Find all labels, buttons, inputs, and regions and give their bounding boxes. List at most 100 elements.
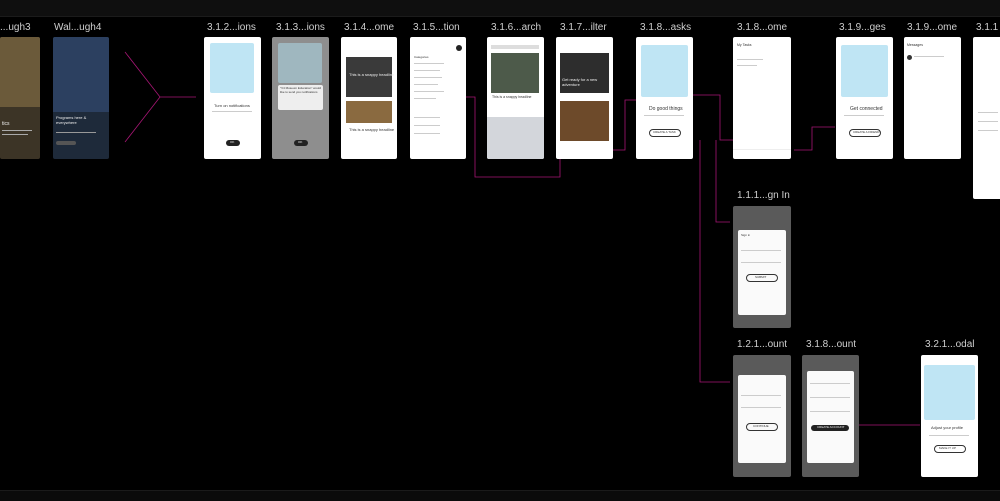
frame-my-tasks[interactable]: My Tasks bbox=[733, 37, 791, 159]
body-text-line bbox=[844, 115, 884, 116]
second-card-image bbox=[560, 101, 609, 141]
list-item[interactable] bbox=[978, 112, 998, 113]
frame-title-home[interactable]: 3.1.4...ome bbox=[344, 22, 395, 33]
list-item[interactable] bbox=[978, 130, 998, 131]
frame-navigation[interactable]: Categories bbox=[410, 37, 466, 159]
frame-title-walkthrough3[interactable]: ...ugh3 bbox=[0, 22, 31, 33]
menu-item[interactable] bbox=[414, 91, 444, 92]
menu-item[interactable] bbox=[414, 77, 442, 78]
search-input[interactable] bbox=[491, 45, 539, 49]
frame-walkthrough3[interactable]: tics bbox=[0, 37, 40, 159]
create-account-card: CREATE ACCOUNT bbox=[807, 371, 854, 463]
menu-item[interactable] bbox=[414, 125, 440, 126]
password-field[interactable] bbox=[741, 407, 781, 408]
screen-heading: My Tasks bbox=[737, 43, 752, 47]
account-card: CONTINUE bbox=[738, 375, 786, 463]
create-task-button[interactable]: CREATE A TASK bbox=[649, 129, 681, 137]
frame-messages[interactable]: Messages bbox=[904, 37, 961, 159]
frame-title-tasks[interactable]: 3.1.8...asks bbox=[640, 22, 692, 33]
frame-do-good-things[interactable]: Do good things CREATE A TASK bbox=[636, 37, 693, 159]
frame-title-tasks-home[interactable]: 3.1.8...ome bbox=[737, 22, 788, 33]
make-it-up-button[interactable]: MAKE IT UP bbox=[934, 445, 966, 453]
email-field[interactable] bbox=[741, 395, 781, 396]
task-item[interactable] bbox=[737, 59, 763, 60]
frame-home[interactable]: This is a snappy headline This is a snap… bbox=[341, 37, 397, 159]
alert-text: "V4 Museum Education" would like to send… bbox=[280, 86, 321, 94]
menu-item[interactable] bbox=[414, 70, 440, 71]
password-field[interactable] bbox=[741, 262, 781, 263]
top-toolbar bbox=[0, 0, 1000, 17]
screen-heading: Get connected bbox=[850, 106, 883, 112]
submit-button[interactable]: SUBMIT bbox=[746, 274, 778, 282]
alert-dialog: "V4 Museum Education" would like to send… bbox=[278, 85, 323, 110]
password-field[interactable] bbox=[810, 411, 850, 412]
ok-button[interactable]: OK bbox=[294, 140, 308, 146]
email-field[interactable] bbox=[810, 397, 850, 398]
menu-item[interactable] bbox=[414, 63, 444, 64]
task-item[interactable] bbox=[737, 65, 757, 66]
wire-home-to-messages bbox=[794, 126, 835, 151]
frame-walkthrough4[interactable]: Programs here & everywhere bbox=[53, 37, 109, 159]
body-text-line bbox=[929, 435, 969, 436]
close-icon[interactable] bbox=[456, 45, 462, 51]
card-headline: This is a snappy headline bbox=[349, 72, 395, 77]
wire-tasks-to-sign-in bbox=[715, 140, 730, 223]
frame-notifications-dialog[interactable]: "V4 Museum Education" would like to send… bbox=[272, 37, 329, 159]
frame-create-account[interactable]: CREATE ACCOUNT bbox=[802, 355, 859, 477]
menu-item[interactable] bbox=[414, 117, 440, 118]
next-button[interactable] bbox=[56, 141, 76, 145]
frame-sign-in[interactable]: Sign in SUBMIT bbox=[733, 206, 791, 328]
wire-navigation-to-filter bbox=[465, 96, 561, 178]
frame-title-search[interactable]: 3.1.6...arch bbox=[491, 22, 542, 33]
frame-title-account[interactable]: 1.2.1...ount bbox=[737, 339, 788, 350]
frame-title-modal[interactable]: 3.2.1...odal bbox=[925, 339, 975, 350]
continue-button[interactable]: CONTINUE bbox=[746, 423, 778, 431]
name-field[interactable] bbox=[810, 383, 850, 384]
keyboard[interactable] bbox=[487, 117, 544, 159]
screen-heading: Do good things bbox=[649, 106, 683, 112]
body-text-line bbox=[212, 111, 252, 112]
card-headline: Get ready for a new adventure bbox=[562, 77, 598, 87]
second-card-image bbox=[346, 101, 392, 123]
card-title: Sign in bbox=[741, 233, 751, 237]
avatar bbox=[907, 55, 912, 60]
frame-title-filter[interactable]: 3.1.7...ilter bbox=[560, 22, 607, 33]
frame-account[interactable]: CONTINUE bbox=[733, 355, 791, 477]
frame-title-notifications[interactable]: 3.1.2...ions bbox=[207, 22, 256, 33]
frame-title-walkthrough4[interactable]: Wal...ugh4 bbox=[54, 22, 102, 33]
hero-photo bbox=[53, 37, 109, 112]
frame-title-messages-home[interactable]: 3.1.9...ome bbox=[907, 22, 958, 33]
frame-filter[interactable]: Get ready for a new adventure bbox=[556, 37, 613, 159]
email-field[interactable] bbox=[741, 250, 781, 251]
create-account-button[interactable]: CREATE ACCOUNT bbox=[811, 425, 849, 431]
frame-adjust-profile-modal[interactable]: Adjust your profile MAKE IT UP bbox=[921, 355, 978, 477]
frame-title-navigation[interactable]: 3.1.5...tion bbox=[413, 22, 460, 33]
menu-item[interactable] bbox=[414, 133, 440, 134]
menu-item[interactable] bbox=[414, 98, 436, 99]
sign-in-card: Sign in SUBMIT bbox=[738, 230, 786, 315]
messages-illustration bbox=[841, 45, 888, 97]
body-text-line bbox=[2, 134, 28, 135]
ok-button[interactable]: OK bbox=[226, 140, 240, 146]
result-card-image bbox=[491, 53, 539, 93]
body-text-line bbox=[56, 132, 96, 133]
frame-3-1-1[interactable] bbox=[973, 37, 1000, 199]
body-text-line bbox=[644, 115, 684, 116]
frame-title-messages-empty[interactable]: 3.1.9...ges bbox=[839, 22, 886, 33]
frame-title-create-account[interactable]: 3.1.8...ount bbox=[806, 339, 857, 350]
message-preview[interactable] bbox=[914, 56, 944, 57]
screen-heading: Messages bbox=[907, 43, 923, 47]
frame-search[interactable]: This is a snappy headline bbox=[487, 37, 544, 159]
wire-walkthrough-to-notifications bbox=[124, 51, 196, 98]
frame-title-3-1-1[interactable]: 3.1.1 bbox=[976, 22, 999, 33]
frame-title-sign-in[interactable]: 1.1.1...gn In bbox=[737, 190, 790, 201]
frame-get-connected[interactable]: Get connected CREATE A FRIEND bbox=[836, 37, 893, 159]
list-item[interactable] bbox=[978, 121, 998, 122]
frame-turn-on-notifications[interactable]: Turn on notifications OK bbox=[204, 37, 261, 159]
frame-title-notifications-dialog[interactable]: 3.1.3...ions bbox=[276, 22, 325, 33]
create-friend-button[interactable]: CREATE A FRIEND bbox=[849, 129, 881, 137]
menu-item[interactable] bbox=[414, 84, 438, 85]
tasks-illustration bbox=[641, 45, 688, 97]
modal-heading: Adjust your profile bbox=[931, 425, 964, 430]
notifications-illustration bbox=[210, 43, 254, 93]
